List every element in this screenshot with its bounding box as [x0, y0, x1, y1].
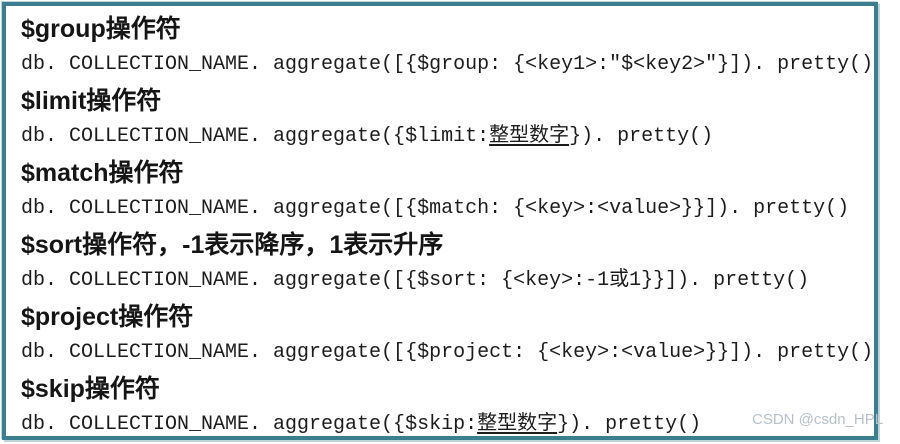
section-project: $project操作符 db. COLLECTION_NAME. aggrega…: [21, 299, 874, 371]
code-text: db. COLLECTION_NAME. aggregate([{$sort: …: [21, 269, 810, 292]
content-frame: $group操作符 db. COLLECTION_NAME. aggregate…: [2, 2, 878, 440]
section-limit-code: db. COLLECTION_NAME. aggregate({$limit:整…: [21, 119, 874, 155]
section-sort: $sort操作符，-1表示降序，1表示升序 db. COLLECTION_NAM…: [21, 227, 874, 299]
section-group-heading: $group操作符: [21, 15, 181, 43]
section-skip-code: db. COLLECTION_NAME. aggregate({$skip:整型…: [21, 407, 874, 436]
section-limit-heading: $limit操作符: [21, 87, 162, 115]
code-underlined-text: 整型数字: [489, 125, 570, 148]
section-sort-code: db. COLLECTION_NAME. aggregate([{$sort: …: [21, 263, 874, 299]
section-match-code: db. COLLECTION_NAME. aggregate([{$match:…: [21, 191, 874, 227]
code-text: db. COLLECTION_NAME. aggregate([{$group:…: [21, 53, 874, 76]
csdn-watermark: CSDN @csdn_HPL: [752, 411, 884, 428]
code-underlined-text: 整型数字: [477, 413, 558, 436]
section-skip: $skip操作符 db. COLLECTION_NAME. aggregate(…: [21, 371, 874, 436]
section-group: $group操作符 db. COLLECTION_NAME. aggregate…: [21, 11, 874, 83]
code-text: db. COLLECTION_NAME. aggregate([{$match:…: [21, 197, 850, 220]
section-group-code: db. COLLECTION_NAME. aggregate([{$group:…: [21, 47, 874, 83]
section-match: $match操作符 db. COLLECTION_NAME. aggregate…: [21, 155, 874, 227]
code-text: }). pretty(): [557, 413, 702, 436]
section-match-heading: $match操作符: [21, 159, 184, 187]
code-text: db. COLLECTION_NAME. aggregate({$skip:: [21, 413, 478, 436]
section-sort-heading: $sort操作符，-1表示降序，1表示升序: [21, 231, 444, 259]
section-project-heading: $project操作符: [21, 303, 194, 331]
section-project-code: db. COLLECTION_NAME. aggregate([{$projec…: [21, 335, 874, 371]
section-skip-heading: $skip操作符: [21, 375, 160, 403]
section-limit: $limit操作符 db. COLLECTION_NAME. aggregate…: [21, 83, 874, 155]
code-text: db. COLLECTION_NAME. aggregate([{$projec…: [21, 341, 874, 364]
code-text: }). pretty(): [569, 125, 714, 148]
code-text: db. COLLECTION_NAME. aggregate({$limit:: [21, 125, 490, 148]
